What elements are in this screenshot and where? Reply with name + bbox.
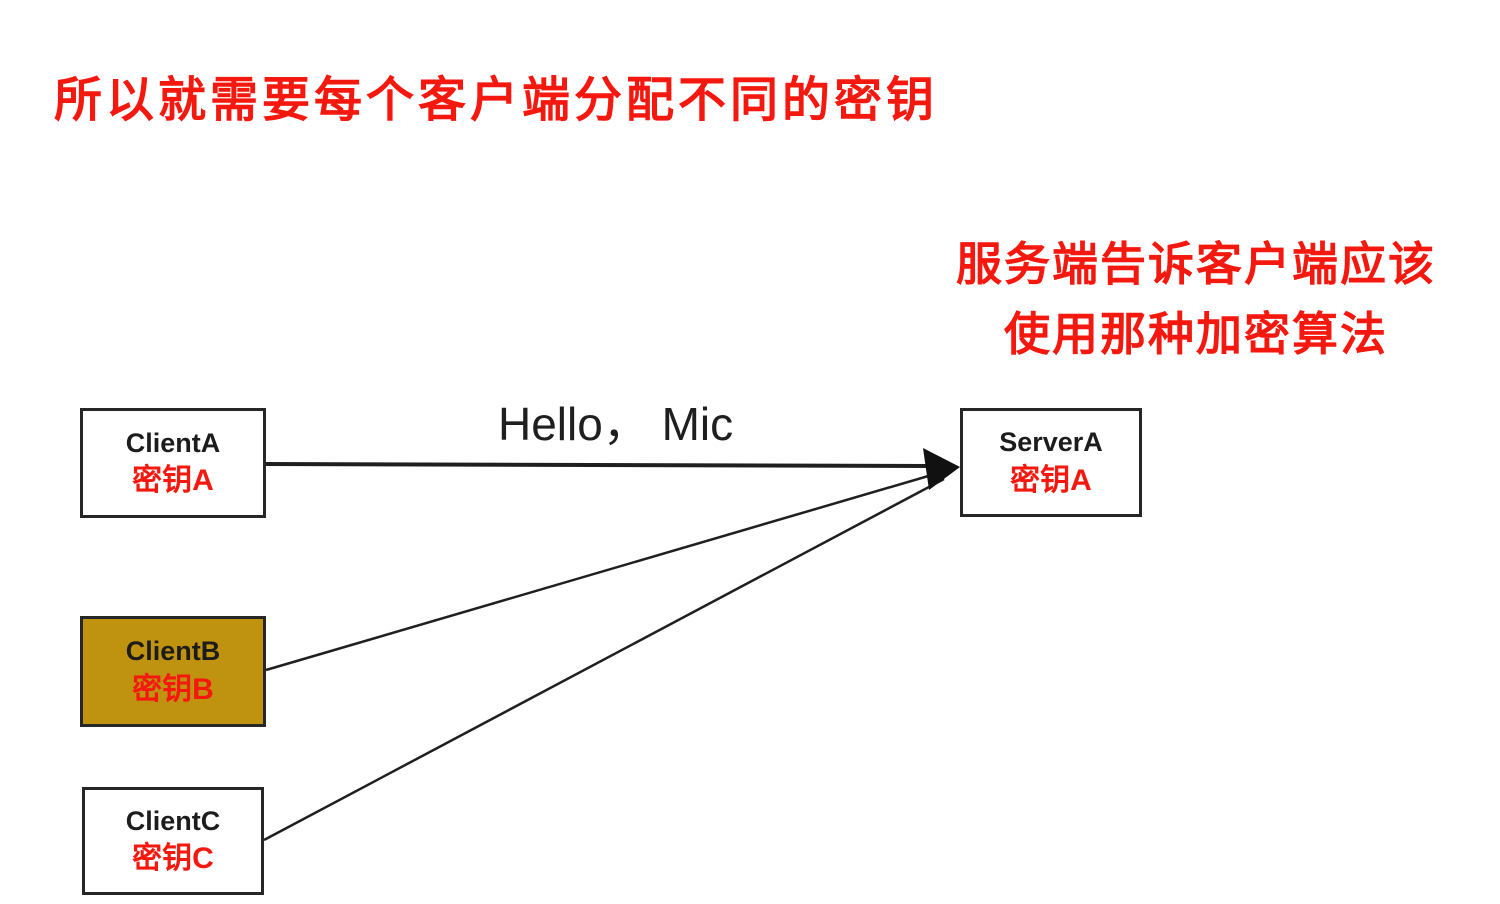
node-clientA: ClientA 密钥A xyxy=(80,408,266,518)
node-clientB: ClientB 密钥B xyxy=(80,616,266,727)
node-clientC-name: ClientC xyxy=(125,805,221,836)
node-serverA-key: 密钥A xyxy=(1010,463,1092,497)
arrowhead-icon xyxy=(923,448,960,490)
node-serverA: ServerA 密钥A xyxy=(960,408,1142,517)
message-label: Hello， Mic xyxy=(498,398,734,450)
server-annotation: 服务端告诉客户端应该 使用那种加密算法 xyxy=(900,230,1492,370)
connector-clientA-serverA xyxy=(265,462,931,468)
node-clientA-name: ClientA xyxy=(125,427,221,458)
diagram-title: 所以就需要每个客户端分配不同的密钥 xyxy=(54,74,939,127)
node-clientC-key: 密钥C xyxy=(132,842,214,876)
node-clientB-key: 密钥B xyxy=(132,672,214,706)
server-annotation-line2: 使用那种加密算法 xyxy=(1004,307,1388,360)
connector-clientB-serverA xyxy=(265,470,943,672)
server-annotation-line1: 服务端告诉客户端应该 xyxy=(956,238,1436,290)
connector-clientC-serverA xyxy=(263,477,945,842)
node-clientA-key: 密钥A xyxy=(132,464,214,498)
node-clientC: ClientC 密钥C xyxy=(82,787,264,895)
node-clientB-name: ClientB xyxy=(125,636,221,667)
node-serverA-name: ServerA xyxy=(999,427,1103,458)
